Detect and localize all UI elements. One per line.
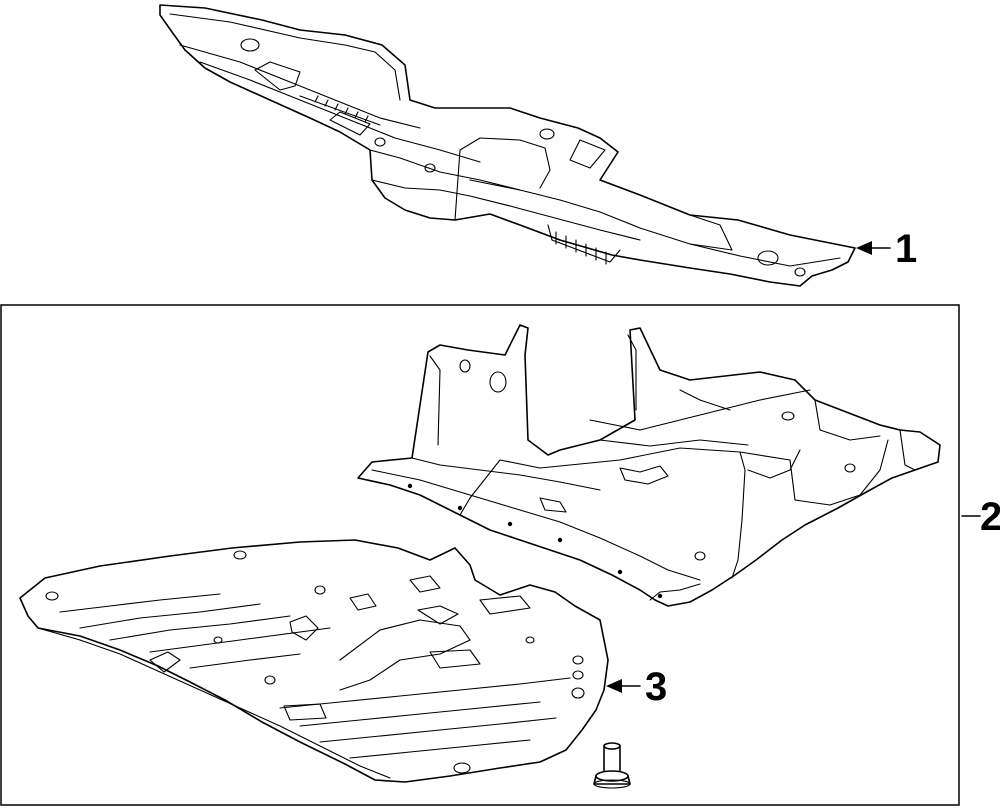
part-2-splash-shield — [357, 324, 941, 607]
callout-1: 1 — [856, 227, 917, 271]
callout-label-3: 3 — [645, 665, 667, 709]
part-1-upper-cover — [159, 4, 856, 287]
part-3-under-cover — [19, 539, 609, 783]
group-frame — [0, 304, 960, 806]
callout-label-2: 2 — [980, 495, 1000, 539]
callout-3: 3 — [606, 665, 667, 709]
fastener-clip — [593, 742, 631, 789]
callout-label-1: 1 — [895, 227, 917, 271]
callout-2: 2 — [961, 495, 1000, 539]
